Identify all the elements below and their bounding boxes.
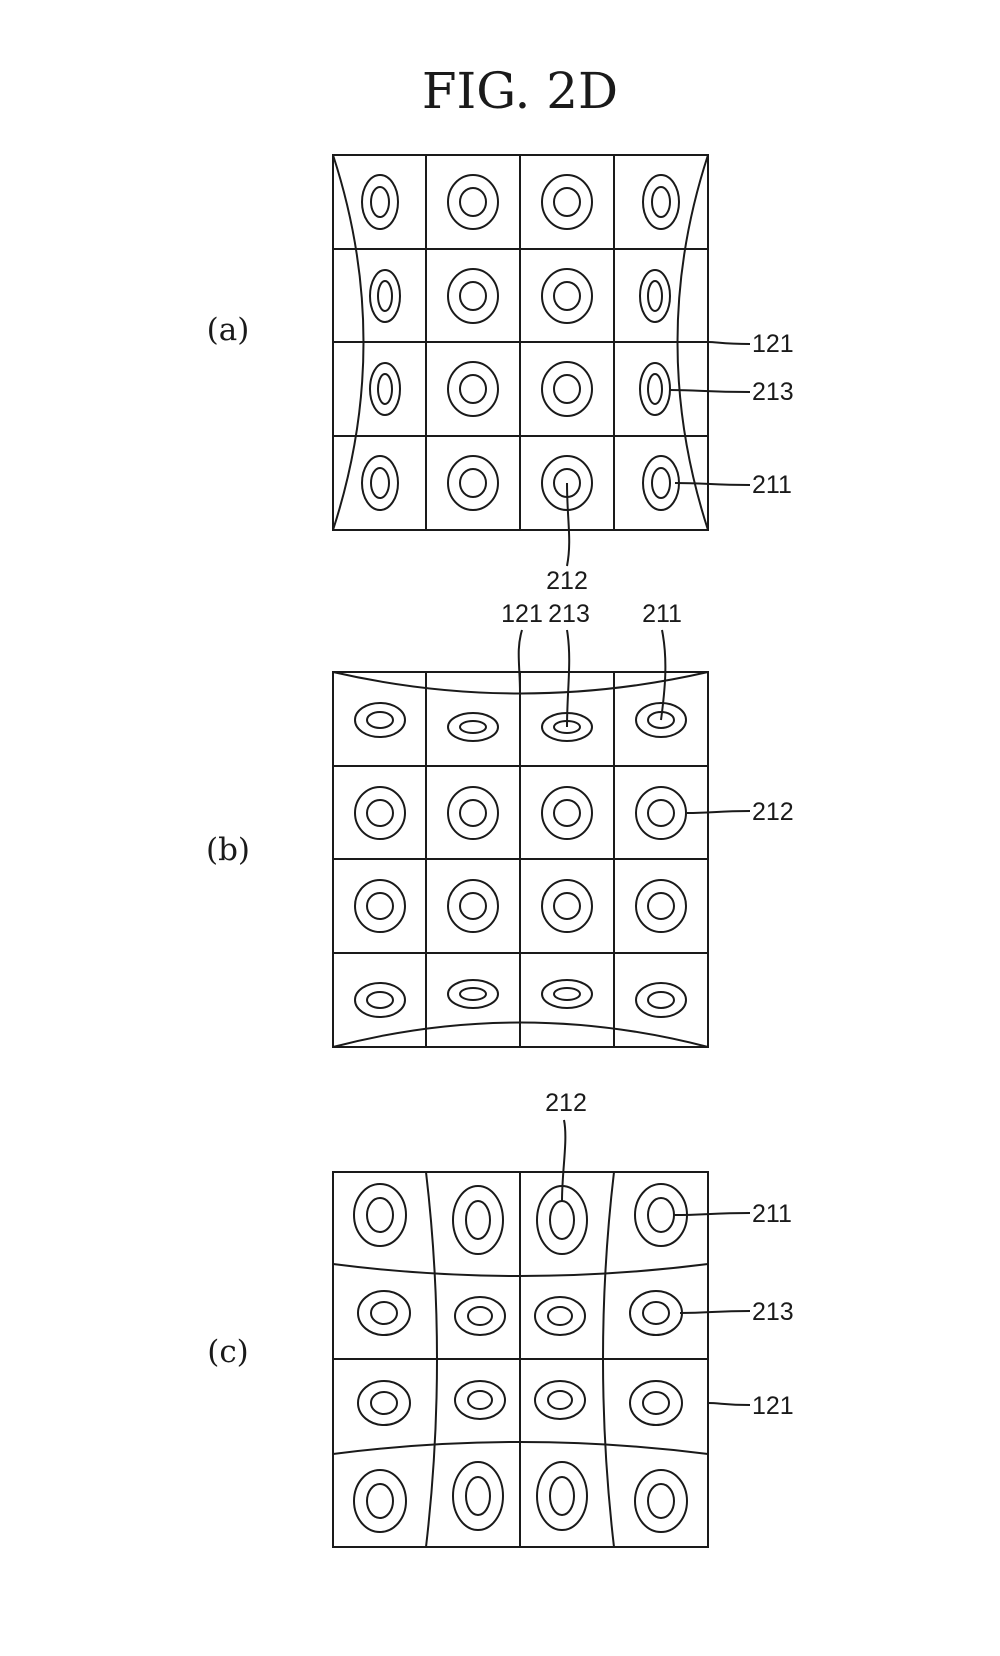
panel-b-leader-lines [517,629,751,814]
panel-a-ref-212: 212 [546,567,588,595]
panel-b-pixels [354,702,687,1018]
panel-c-pixels [353,1183,688,1533]
panel-c-ref-213: 213 [752,1298,794,1326]
panel-a-pixels [361,174,680,511]
panel-a-ref-121: 121 [752,330,794,358]
panel-a-sensor-grid [332,154,709,531]
panel-c-label: (c) [207,1334,249,1370]
panel-c-leader-lines [561,1119,751,1406]
panel-a-leader-lines [566,341,751,567]
panel-a-label: (a) [207,312,250,348]
panel-b-ref-121: 121 [501,600,543,628]
figure-title: FIG. 2D [422,62,618,120]
panel-a-ref-213: 213 [752,378,794,406]
panel-c-sensor-grid [332,1171,709,1548]
panel-b-sensor-grid [332,671,709,1048]
panel-b-ref-211: 211 [642,600,682,628]
panel-c-ref-121: 121 [752,1392,794,1420]
panel-b-label: (b) [206,832,250,868]
panel-b-ref-213: 213 [548,600,590,628]
panel-b-ref-212: 212 [752,798,794,826]
panel-c: (c) [207,1089,794,1548]
panel-c-ref-212: 212 [545,1089,587,1117]
panel-a: (a) [207,154,794,595]
panel-a-ref-211: 211 [752,471,792,499]
panel-b: (b) [206,600,794,1048]
panel-c-ref-211: 211 [752,1200,792,1228]
